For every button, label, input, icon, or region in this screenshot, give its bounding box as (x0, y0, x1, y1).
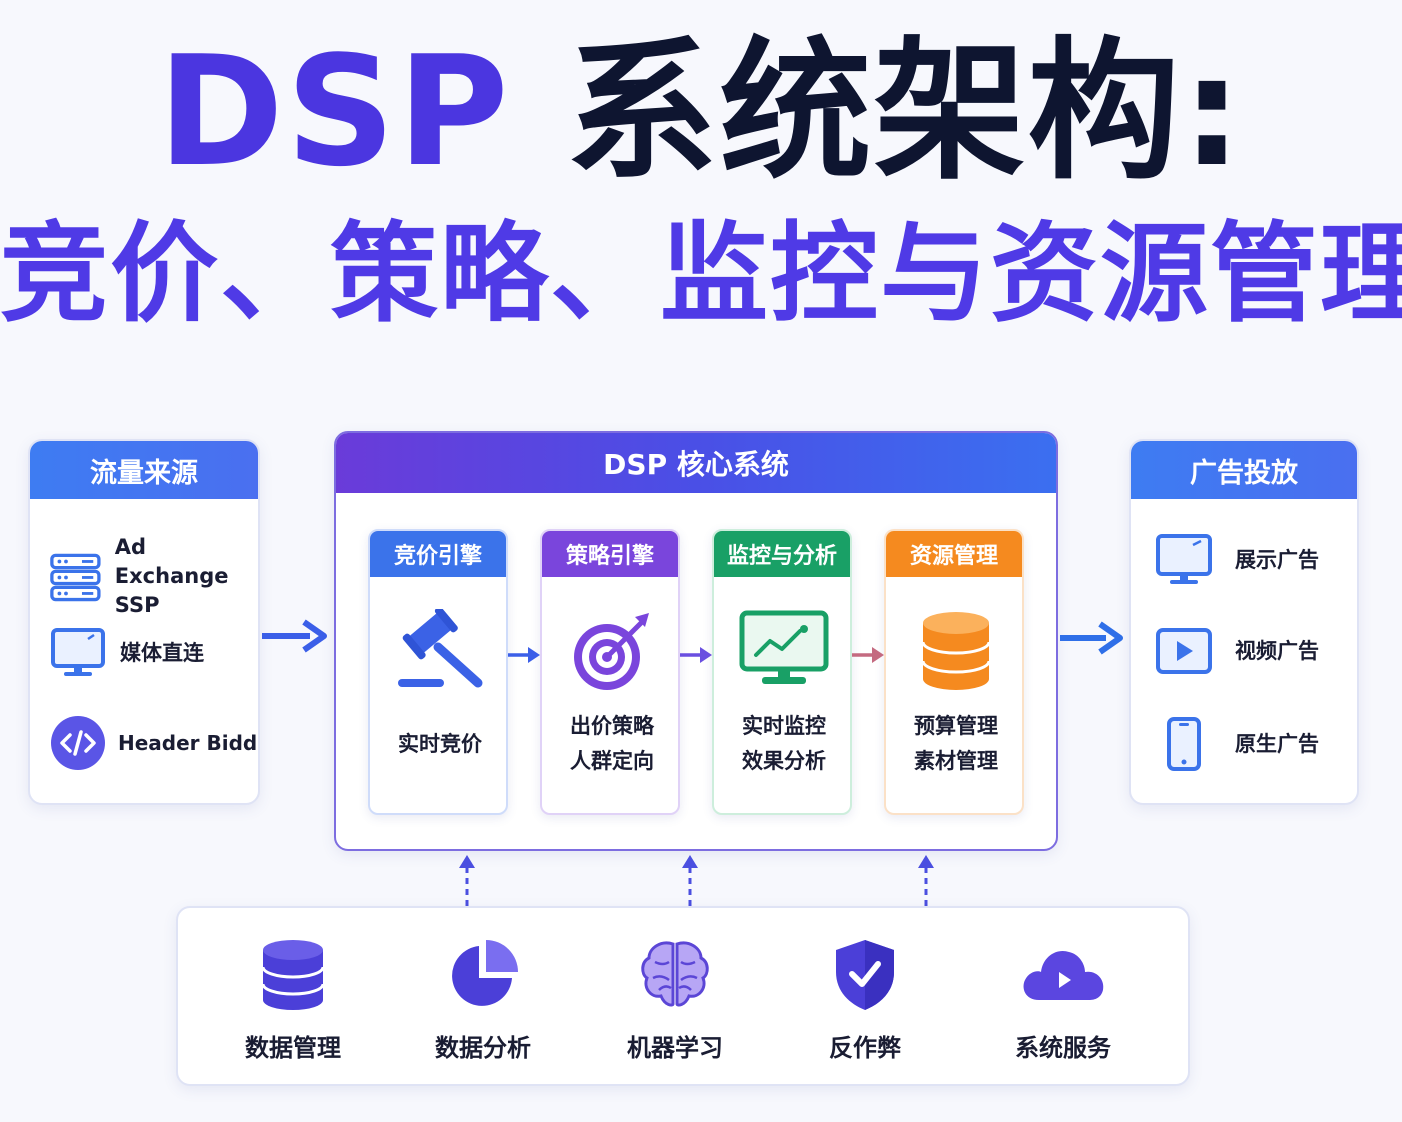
module-line: 实时竞价 (398, 732, 482, 756)
traffic-item-ad-exchange: Ad Exchange SSP (50, 533, 258, 620)
support-item-label: 数据分析 (435, 1034, 531, 1062)
gavel-icon (398, 609, 483, 688)
traffic-item-direct-media: 媒体直连 (50, 627, 204, 679)
support-item-anti-fraud: 反作弊 (790, 938, 940, 1063)
support-item-label: 系统服务 (1015, 1034, 1111, 1062)
support-item-label: 反作弊 (829, 1034, 901, 1062)
dashed-arrow-up-1 (459, 855, 475, 906)
module-monitoring-analysis: 监控与分析 实时监控 效果分析 (712, 529, 852, 815)
module-title: 策略引擎 (542, 531, 678, 577)
module-line: 实时监控 (742, 714, 826, 738)
module-bidding-engine: 竞价引擎 实时竞价 (368, 529, 508, 815)
arrow-traffic-to-core (262, 619, 327, 653)
support-item-label: 数据管理 (245, 1034, 341, 1062)
cloud-icon (1023, 950, 1104, 1000)
module-line: 人群定向 (570, 749, 654, 773)
support-item-system-service: 系统服务 (988, 938, 1138, 1063)
support-services-panel: 数据管理 数据分析 机器学习 反作弊 (176, 906, 1190, 1086)
module-line: 素材管理 (914, 749, 998, 773)
chart-monitor-icon (739, 610, 829, 684)
server-stack-icon (50, 553, 101, 601)
database-icon (261, 940, 325, 1010)
module-line: 出价策略 (570, 714, 654, 738)
title-rest: 系统架构: (565, 23, 1245, 200)
traffic-item-label: Header Bidding (118, 730, 258, 755)
title-dsp: DSP (157, 23, 511, 200)
traffic-item-label: 媒体直连 (120, 640, 204, 665)
video-ad-icon (1156, 628, 1212, 674)
database-icon (921, 612, 991, 690)
delivery-item-label: 视频广告 (1235, 638, 1319, 663)
module-title: 竞价引擎 (370, 531, 506, 577)
support-item-data-analysis: 数据分析 (408, 938, 558, 1063)
ad-delivery-header: 广告投放 (1131, 441, 1357, 499)
module-resource-management: 资源管理 预算管理 素材管理 (884, 529, 1024, 815)
traffic-item-sublabel: SSP (114, 593, 160, 617)
arrow-monitoring-to-resource (852, 647, 884, 663)
traffic-item-label: Ad Exchange (114, 535, 229, 588)
monitor-icon (51, 628, 105, 676)
module-title: 监控与分析 (714, 531, 850, 577)
title-line-2: 竞价、策略、监控与资源管理 (0, 212, 1402, 337)
title-line-1: DSP 系统架构: (0, 22, 1402, 202)
ad-delivery-panel: 广告投放 展示广告 视频广告 原生广告 (1129, 439, 1359, 805)
target-icon (574, 613, 649, 690)
delivery-item-native: 原生广告 (1155, 717, 1319, 771)
module-title: 资源管理 (886, 531, 1022, 577)
arrow-strategy-to-monitoring (680, 647, 712, 663)
delivery-item-video: 视频广告 (1155, 627, 1319, 675)
arrow-bidding-to-strategy (508, 647, 540, 663)
traffic-item-header-bidding: Header Bidding (50, 715, 258, 771)
dsp-core-panel: DSP 核心系统 竞价引擎 实时竞价 策略引擎 (334, 431, 1058, 851)
dsp-core-header: DSP 核心系统 (336, 433, 1056, 493)
shield-icon (836, 940, 894, 1010)
support-item-label: 机器学习 (627, 1034, 723, 1062)
display-ad-icon (1156, 534, 1212, 584)
code-icon (51, 716, 105, 770)
module-line: 预算管理 (914, 714, 998, 738)
arrow-core-to-delivery (1060, 621, 1123, 655)
traffic-source-panel: 流量来源 Ad Exchange SSP 媒体直连 (28, 439, 260, 805)
delivery-item-label: 原生广告 (1235, 731, 1319, 756)
delivery-item-label: 展示广告 (1235, 547, 1319, 572)
traffic-source-header: 流量来源 (30, 441, 258, 499)
support-item-data-management: 数据管理 (218, 938, 368, 1063)
dashed-arrow-up-3 (918, 855, 934, 906)
module-line: 效果分析 (742, 749, 826, 773)
delivery-item-display: 展示广告 (1155, 533, 1319, 587)
native-ad-icon (1167, 717, 1201, 771)
brain-icon (641, 941, 709, 1007)
dashed-arrow-up-2 (682, 855, 698, 906)
module-strategy-engine: 策略引擎 出价策略 人群定向 (540, 529, 680, 815)
pie-chart-icon (452, 940, 518, 1006)
support-item-machine-learning: 机器学习 (600, 938, 750, 1063)
